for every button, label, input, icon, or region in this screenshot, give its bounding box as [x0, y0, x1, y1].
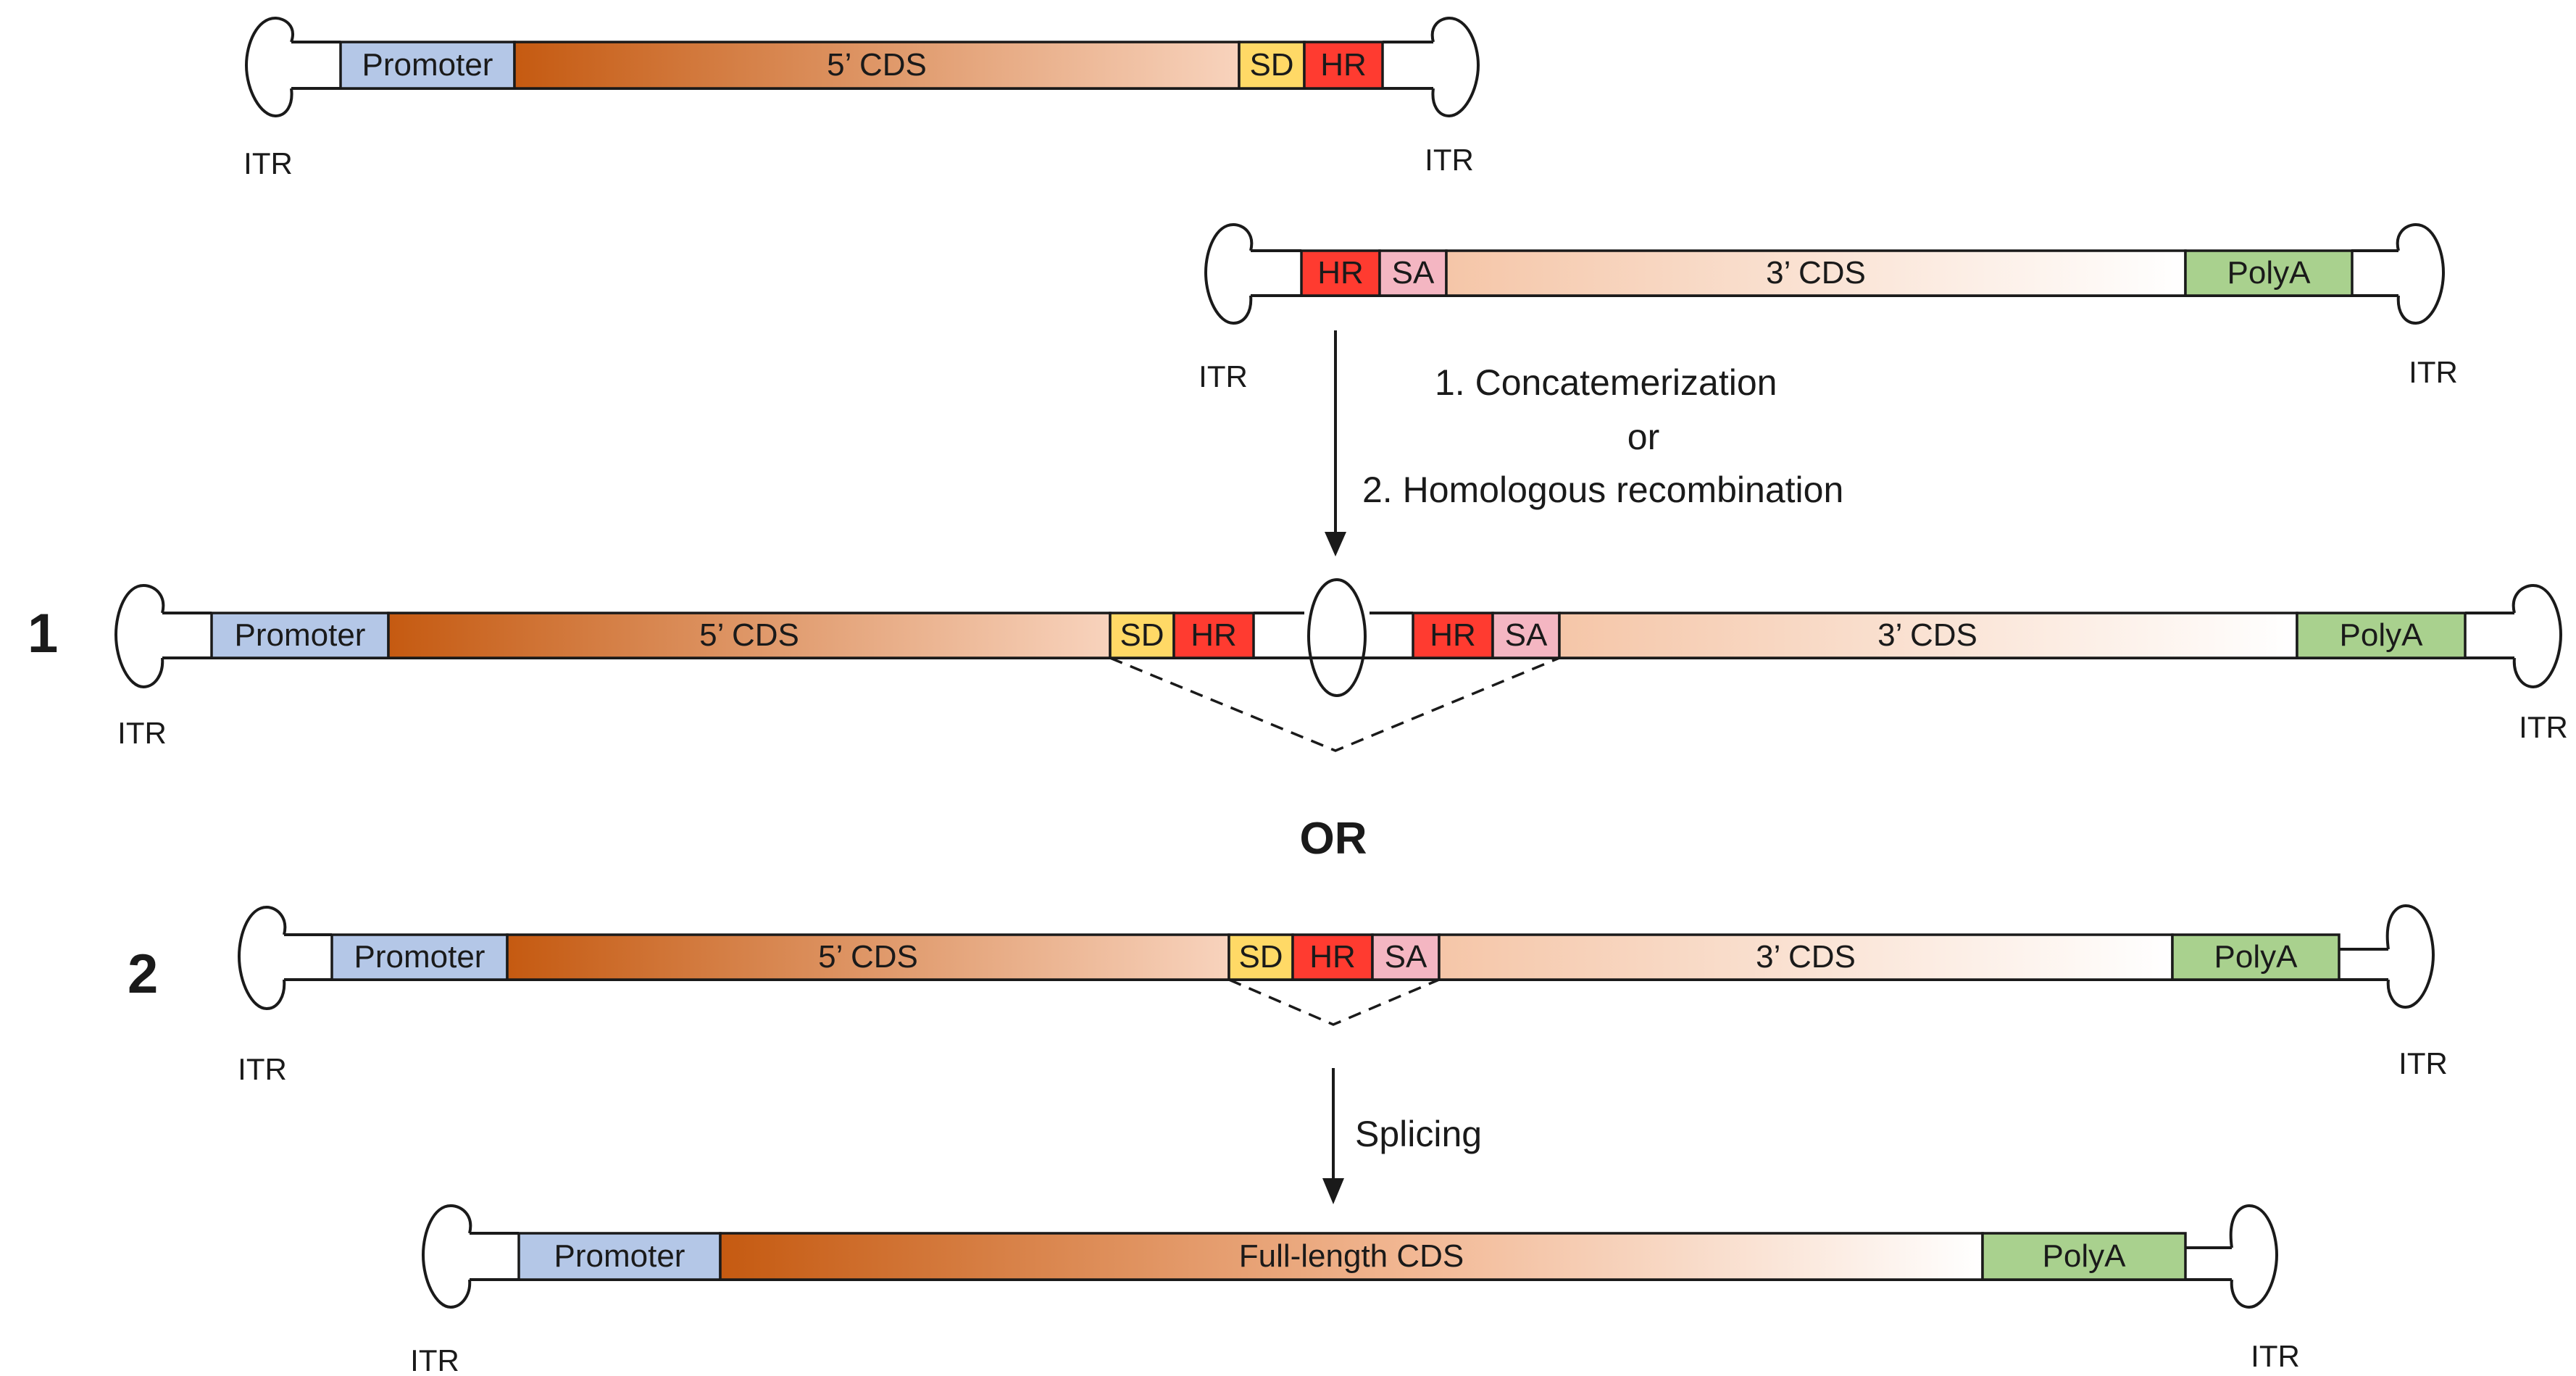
- hr-block: [1172, 612, 1255, 659]
- polya-label: PolyA: [2043, 1238, 2127, 1274]
- itr-left-hairpin: [114, 583, 212, 689]
- recombination-arrow: [1325, 330, 1346, 556]
- itr-label: ITR: [243, 146, 293, 180]
- sa-block: [1378, 249, 1448, 297]
- cds3-block: [1445, 249, 2187, 297]
- hr-label: HR: [1191, 617, 1237, 653]
- promoter-block: [517, 1232, 722, 1281]
- cds5-block: [506, 933, 1230, 981]
- polya-block: [2296, 612, 2467, 659]
- cds3-label: 3’ CDS: [1766, 255, 1866, 291]
- sa-label: SA: [1385, 939, 1427, 975]
- cds5-label: 5’ CDS: [818, 939, 918, 975]
- sd-block: [1227, 933, 1294, 981]
- full-length-construct: Promoter Full-length CDS PolyA ITR ITR: [410, 1204, 2300, 1376]
- cds3-label: 3’ CDS: [1756, 939, 1856, 975]
- itr-right-hairpin: [2339, 904, 2435, 1009]
- full-cds-block: [719, 1232, 1984, 1281]
- splice-junction-dashed: [1228, 978, 1440, 1026]
- itr-right-hairpin: [2351, 222, 2446, 325]
- itr-label: ITR: [410, 1343, 459, 1376]
- hr-label: HR: [1309, 939, 1356, 975]
- hr-block: [1412, 612, 1494, 659]
- hr-label: HR: [1317, 255, 1364, 291]
- itr-left-hairpin: [244, 16, 341, 118]
- itr-label: ITR: [2398, 1046, 2448, 1080]
- splice-junction-dashed: [1109, 656, 1560, 752]
- sa-block: [1371, 933, 1441, 981]
- vector-3prime: HR SA 3’ CDS PolyA ITR ITR: [1199, 222, 2458, 393]
- polya-label: PolyA: [2214, 939, 2298, 975]
- sd-label: SD: [1249, 47, 1293, 83]
- sa-label: SA: [1505, 617, 1548, 653]
- hr-label: HR: [1320, 47, 1367, 83]
- hr-block: [1303, 41, 1384, 90]
- cds3-label: 3’ CDS: [1877, 617, 1977, 653]
- promoter-label: Promoter: [554, 1238, 685, 1274]
- polya-label: PolyA: [2340, 617, 2424, 653]
- polya-label: PolyA: [2227, 255, 2312, 291]
- promoter-label: Promoter: [362, 47, 493, 83]
- sa-label: SA: [1392, 255, 1435, 291]
- recombined-construct: Promoter 5’ CDS SD HR SA 3’ CDS PolyA IT…: [237, 904, 2448, 1086]
- itr-left-hairpin: [1204, 222, 1301, 325]
- arrow-head: [1322, 1178, 1344, 1204]
- itr-middle-hairpin: [1254, 577, 1413, 698]
- itr-right-hairpin: [2465, 583, 2563, 689]
- itr-label: ITR: [2519, 710, 2568, 744]
- itr-label: ITR: [117, 716, 167, 750]
- cds5-label: 5’ CDS: [699, 617, 799, 653]
- sd-block: [1238, 41, 1306, 90]
- full-cds-label: Full-length CDS: [1239, 1238, 1464, 1274]
- or-separator: OR: [1300, 814, 1367, 864]
- polya-block: [2171, 933, 2341, 981]
- itr-left-hairpin: [237, 905, 332, 1011]
- sd-label: SD: [1238, 939, 1283, 975]
- step-or: or: [1627, 417, 1659, 457]
- itr-label: ITR: [238, 1052, 287, 1086]
- row-number-1: 1: [28, 603, 58, 664]
- splicing-arrow: [1322, 1068, 1344, 1204]
- polya-block: [1981, 1232, 2187, 1281]
- polya-block: [2184, 249, 2354, 297]
- sd-block: [1109, 612, 1175, 659]
- itr-label: ITR: [1425, 143, 1474, 177]
- itr-left-hairpin: [421, 1204, 519, 1309]
- row-number-2: 2: [128, 943, 158, 1005]
- concatemer-construct: Promoter 5’ CDS SD HR HR SA 3’ CDS PolyA…: [114, 577, 2568, 752]
- itr-right-hairpin: [1383, 16, 1480, 118]
- cds5-label: 5’ CDS: [827, 47, 927, 83]
- itr-label: ITR: [2251, 1339, 2300, 1373]
- cds5-block: [387, 612, 1112, 659]
- itr-right-hairpin: [2185, 1204, 2279, 1309]
- step-splicing: Splicing: [1355, 1114, 1482, 1154]
- arrow-head: [1325, 532, 1346, 556]
- step-concatemerization: 1. Concatemerization: [1435, 362, 1777, 403]
- cds3-block: [1438, 933, 2174, 981]
- sd-label: SD: [1120, 617, 1164, 653]
- step-homologous-recombination: 2. Homologous recombination: [1362, 470, 1843, 510]
- promoter-label: Promoter: [354, 939, 485, 975]
- itr-label: ITR: [2409, 355, 2458, 389]
- cds5-block: [513, 41, 1241, 90]
- promoter-label: Promoter: [235, 617, 366, 653]
- itr-label: ITR: [1199, 359, 1248, 393]
- hr-label: HR: [1430, 617, 1476, 653]
- vector-5prime: Promoter 5’ CDS SD HR ITR ITR: [243, 16, 1480, 180]
